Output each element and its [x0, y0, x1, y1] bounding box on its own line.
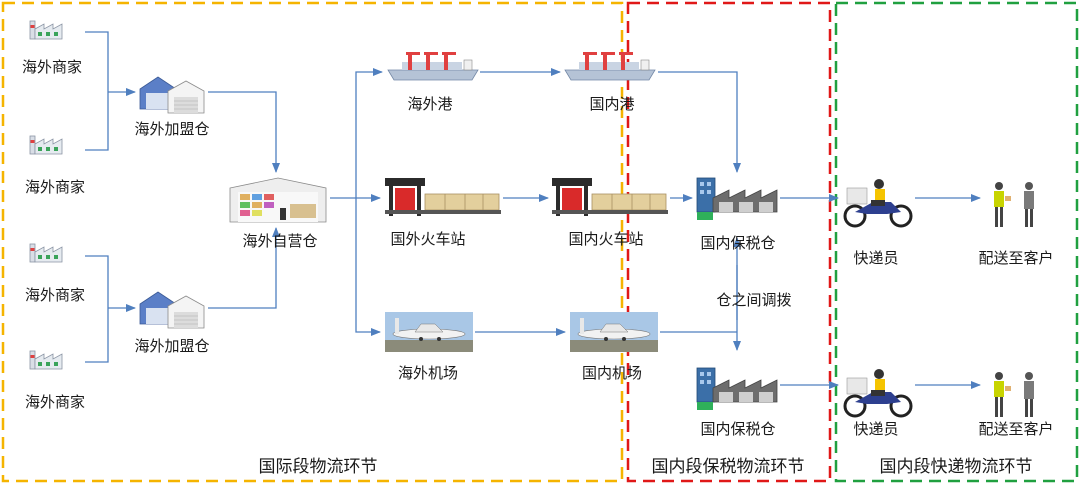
courier-label: 快递员	[853, 249, 899, 267]
merchant-label: 海外商家	[24, 178, 86, 196]
delivery-label: 配送至客户	[978, 420, 1054, 438]
section-international-border	[1, 1, 624, 483]
motorbike-icon	[843, 367, 913, 418]
merchant-label: 海外商家	[24, 286, 86, 304]
courier-label: 快递员	[853, 420, 899, 438]
warehouse-icon	[139, 76, 205, 114]
ship-icon	[387, 51, 479, 81]
customer-icon	[994, 182, 1034, 227]
section-bonded-title: 国内段保税物流环节	[651, 457, 805, 477]
own-warehouse-label: 海外自营仓	[242, 232, 318, 250]
factory-icon	[29, 350, 63, 370]
bonded-warehouse-icon	[696, 177, 778, 221]
overseas-airport-label: 海外机场	[397, 364, 459, 382]
franchise-warehouse-label: 海外加盟仓	[134, 337, 210, 355]
airplane-icon	[569, 311, 659, 353]
section-express-border	[834, 1, 1079, 483]
train-icon	[384, 177, 502, 217]
merchant-label: 海外商家	[21, 58, 83, 76]
section-bonded-border	[626, 1, 832, 483]
franchise-warehouse-label: 海外加盟仓	[134, 120, 210, 138]
domestic-airport-label: 国内机场	[581, 364, 643, 382]
warehouse-icon	[139, 291, 205, 329]
overseas-rail-label: 国外火车站	[390, 230, 466, 248]
own-warehouse-icon	[229, 177, 327, 223]
section-international-title: 国际段物流环节	[258, 457, 378, 477]
airplane-icon	[384, 311, 474, 353]
domestic-port-label: 国内港	[589, 95, 635, 113]
ship-icon	[564, 51, 656, 81]
delivery-label: 配送至客户	[978, 249, 1054, 267]
factory-icon	[29, 20, 63, 40]
factory-icon	[29, 135, 63, 155]
domestic-rail-label: 国内火车站	[568, 230, 644, 248]
bonded-warehouse-icon	[696, 367, 778, 411]
customer-icon	[994, 372, 1034, 417]
motorbike-icon	[843, 177, 913, 228]
flow-arrows	[85, 31, 981, 389]
train-icon	[551, 177, 669, 217]
transfer-label: 仓之间调拨	[716, 291, 792, 309]
merchant-label: 海外商家	[24, 393, 86, 411]
overseas-port-label: 海外港	[407, 95, 453, 113]
bonded-warehouse-label: 国内保税仓	[700, 420, 776, 438]
factory-icon	[29, 243, 63, 263]
section-express-title: 国内段快递物流环节	[879, 457, 1033, 477]
bonded-warehouse-label: 国内保税仓	[700, 234, 776, 252]
